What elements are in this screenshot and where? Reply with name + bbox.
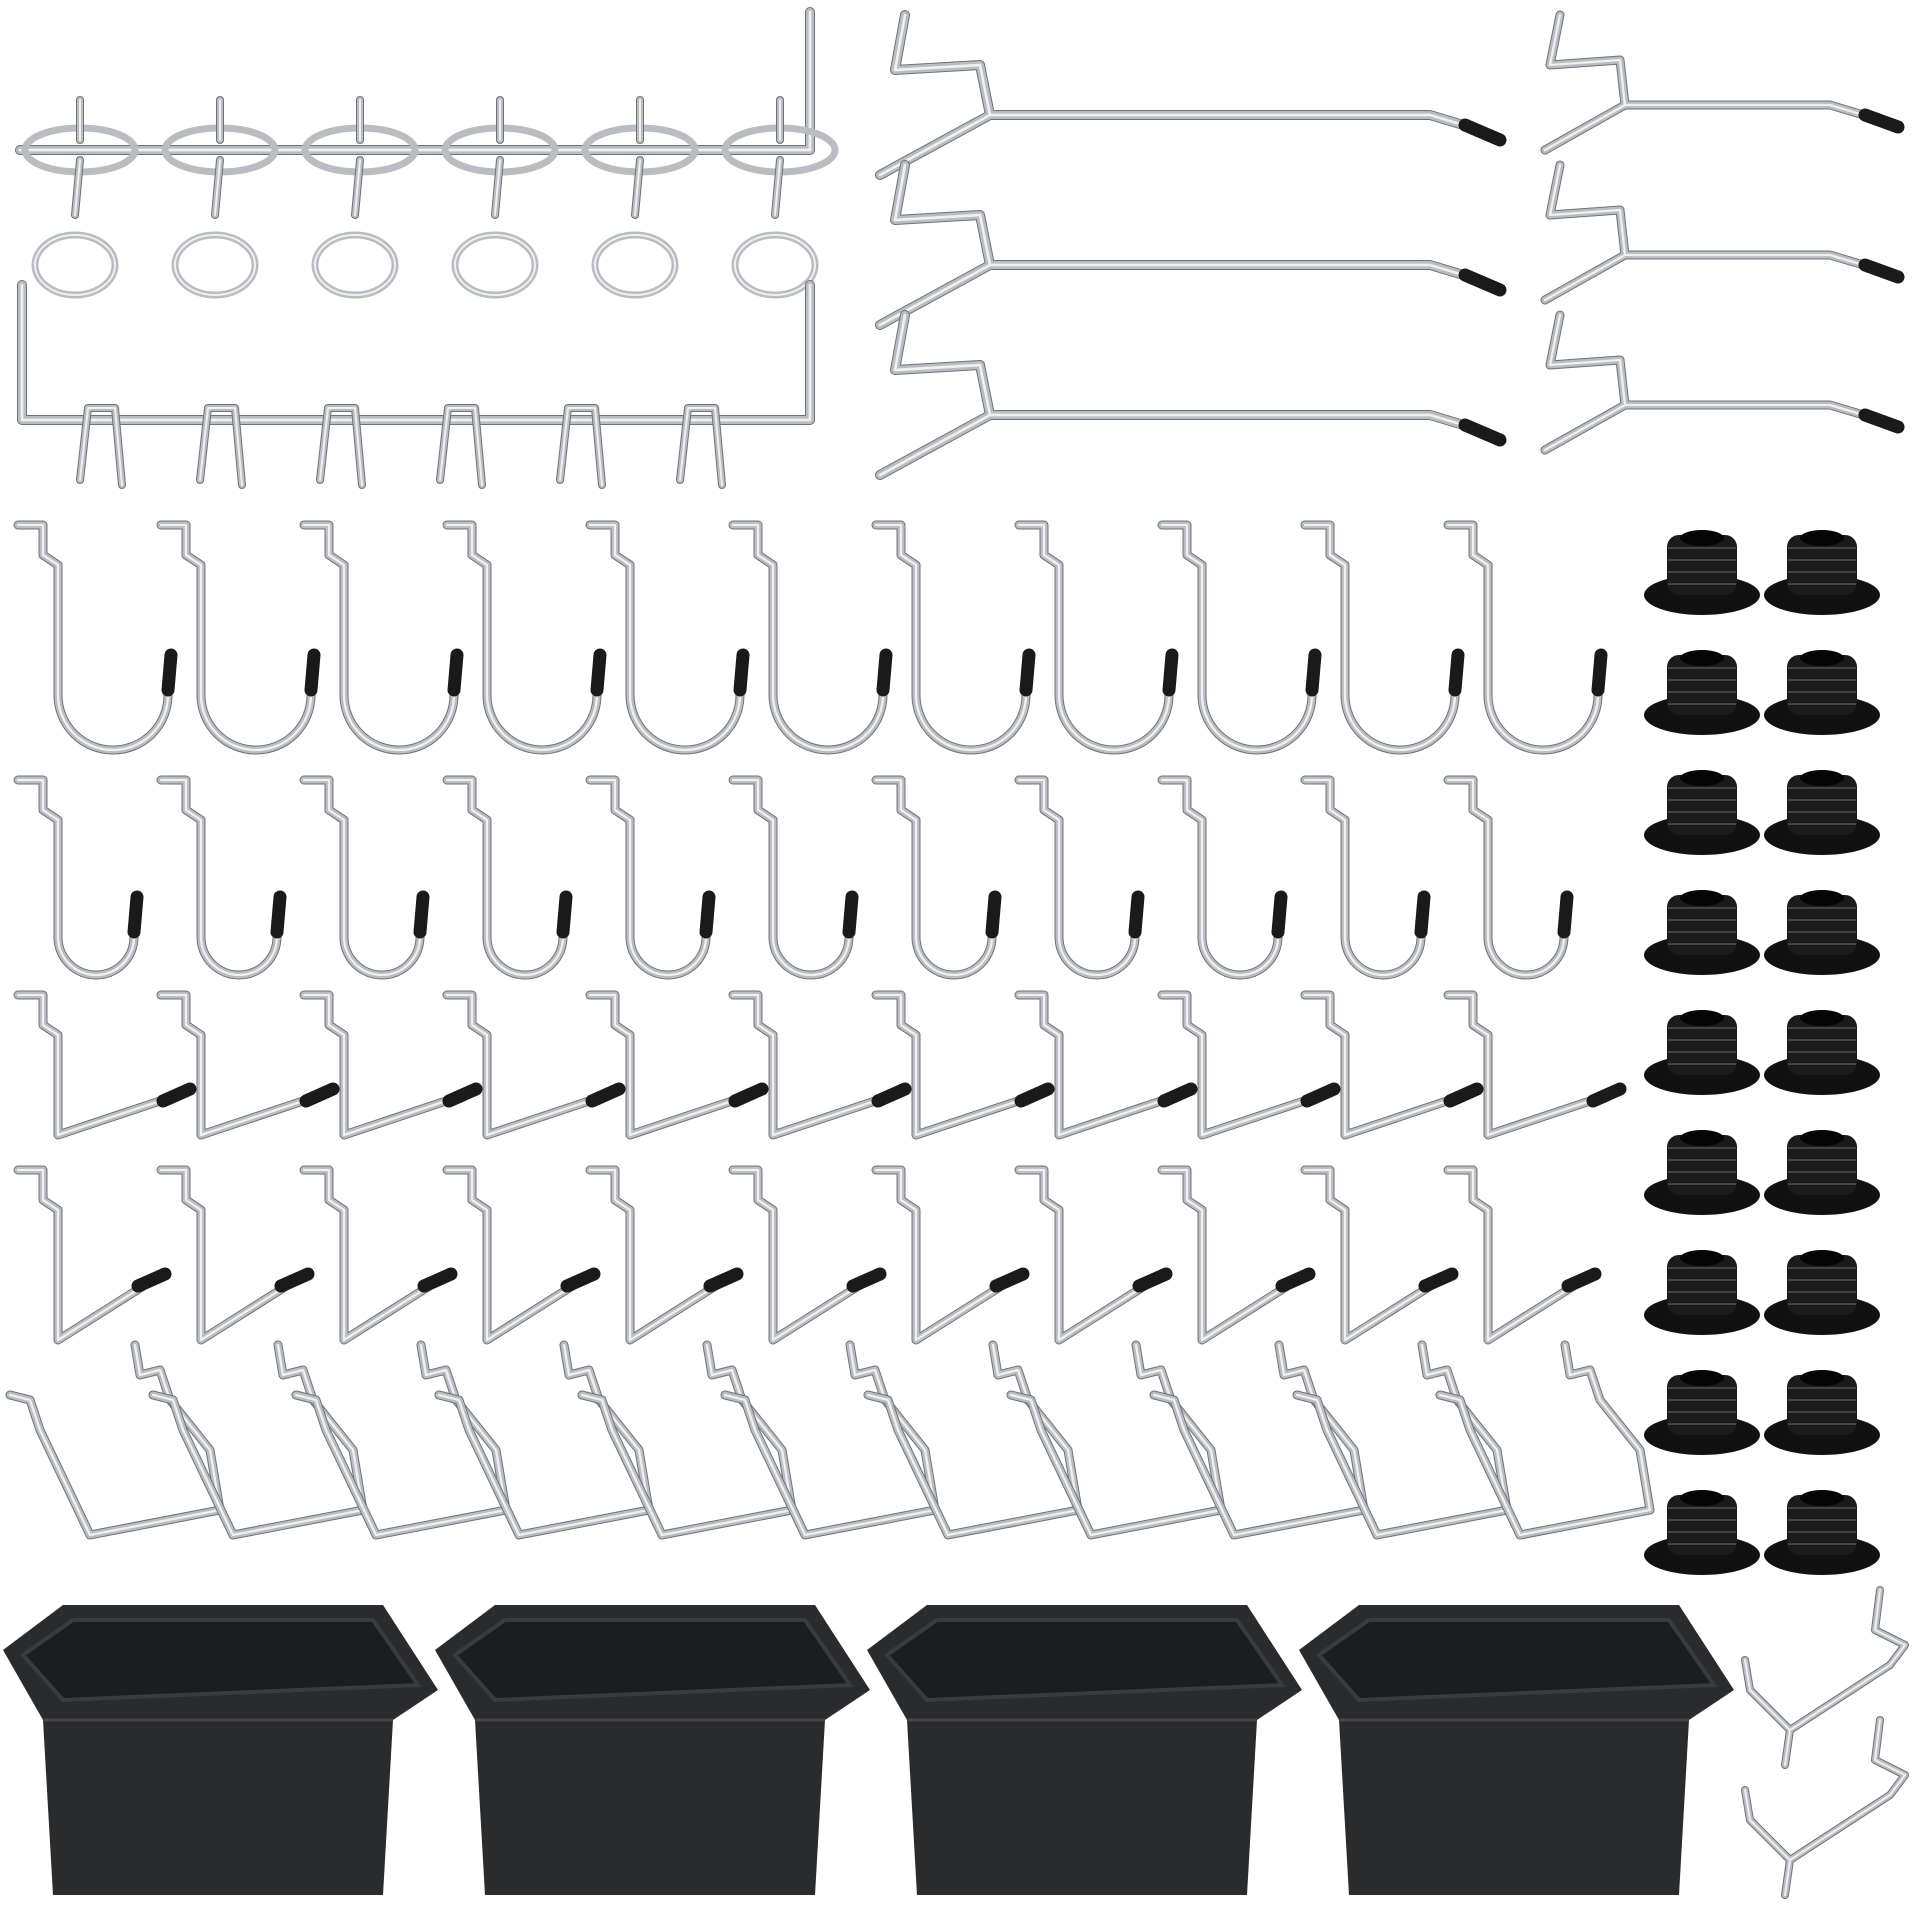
large-j-hook — [585, 520, 750, 755]
angled-l-hook-long — [442, 990, 626, 1140]
pegboard-lock — [1764, 1490, 1880, 1575]
double-prong-hook — [434, 1340, 654, 1540]
angled-l-hook-short — [585, 1165, 744, 1345]
angled-l-hook-long — [299, 990, 483, 1140]
pegboard-lock — [1644, 770, 1760, 855]
long-straight-hook — [875, 10, 1507, 180]
angled-l-hook-short — [1300, 1165, 1459, 1345]
angled-l-hook-long — [871, 990, 1055, 1140]
small-j-hook — [1157, 775, 1288, 980]
large-j-hook — [299, 520, 464, 755]
large-j-hook — [728, 520, 893, 755]
pegboard-lock — [1764, 1370, 1880, 1455]
large-j-hook — [1443, 520, 1608, 755]
angled-l-hook-long — [1014, 990, 1198, 1140]
small-j-hook — [585, 775, 716, 980]
small-j-hook — [442, 775, 573, 980]
large-j-hook — [1300, 520, 1465, 755]
small-spring-clip — [1741, 1716, 1909, 1899]
pegboard-lock — [1644, 890, 1760, 975]
short-straight-hook — [1540, 10, 1905, 155]
pegboard-lock — [1644, 1250, 1760, 1335]
pegboard-lock — [1764, 890, 1880, 975]
pegboard-lock — [1644, 1370, 1760, 1455]
long-straight-hook — [875, 160, 1507, 330]
pegboard-lock — [1764, 650, 1880, 735]
small-j-hook — [1300, 775, 1431, 980]
small-j-hook — [728, 775, 859, 980]
pegboard-lock — [1764, 1010, 1880, 1095]
angled-l-hook-long — [728, 990, 912, 1140]
small-j-hook — [871, 775, 1002, 980]
angled-l-hook-short — [13, 1165, 172, 1345]
angled-l-hook-short — [1443, 1165, 1602, 1345]
pegboard-lock — [1764, 770, 1880, 855]
angled-l-hook-short — [1014, 1165, 1173, 1345]
pegboard-lock — [1644, 1130, 1760, 1215]
storage-bin — [1299, 1605, 1734, 1895]
double-prong-hook — [5, 1340, 225, 1540]
large-j-hook — [442, 520, 607, 755]
double-prong-hook — [720, 1340, 940, 1540]
angled-l-hook-short — [442, 1165, 601, 1345]
storage-bin — [435, 1605, 870, 1895]
short-straight-hook — [1540, 310, 1905, 455]
double-prong-hook — [1435, 1340, 1655, 1540]
small-j-hook — [299, 775, 430, 980]
storage-bin — [867, 1605, 1302, 1895]
long-straight-hook — [875, 310, 1507, 480]
large-j-hook — [871, 520, 1036, 755]
angled-l-hook-short — [156, 1165, 315, 1345]
multi-prong-strip — [17, 280, 815, 489]
angled-l-hook-long — [1443, 990, 1627, 1140]
angled-l-hook-long — [156, 990, 340, 1140]
pegboard-lock — [1644, 530, 1760, 615]
angled-l-hook-short — [1157, 1165, 1316, 1345]
double-prong-hook — [577, 1340, 797, 1540]
short-straight-hook — [1540, 160, 1905, 305]
angled-l-hook-long — [1300, 990, 1484, 1140]
small-j-hook — [1014, 775, 1145, 980]
angled-l-hook-long — [585, 990, 769, 1140]
angled-l-hook-long — [13, 990, 197, 1140]
pegboard-lock — [1764, 1250, 1880, 1335]
double-prong-hook — [1006, 1340, 1226, 1540]
pegboard-lock — [1644, 1010, 1760, 1095]
small-j-hook — [1443, 775, 1574, 980]
double-prong-hook — [291, 1340, 511, 1540]
double-prong-hook — [863, 1340, 1083, 1540]
angled-l-hook-short — [728, 1165, 887, 1345]
pegboard-lock — [1644, 1490, 1760, 1575]
small-j-hook — [13, 775, 144, 980]
pegboard-lock — [1764, 530, 1880, 615]
angled-l-hook-short — [299, 1165, 458, 1345]
pegboard-lock — [1764, 1130, 1880, 1215]
double-prong-hook — [1149, 1340, 1369, 1540]
double-prong-hook — [148, 1340, 368, 1540]
double-prong-hook — [1292, 1340, 1512, 1540]
angled-l-hook-long — [1157, 990, 1341, 1140]
large-j-hook — [1014, 520, 1179, 755]
pegboard-lock — [1644, 650, 1760, 735]
ring-hook-strip — [15, 7, 839, 299]
large-j-hook — [1157, 520, 1322, 755]
small-j-hook — [156, 775, 287, 980]
small-spring-clip — [1741, 1586, 1909, 1769]
storage-bin — [3, 1605, 438, 1895]
angled-l-hook-short — [871, 1165, 1030, 1345]
large-j-hook — [156, 520, 321, 755]
large-j-hook — [13, 520, 178, 755]
